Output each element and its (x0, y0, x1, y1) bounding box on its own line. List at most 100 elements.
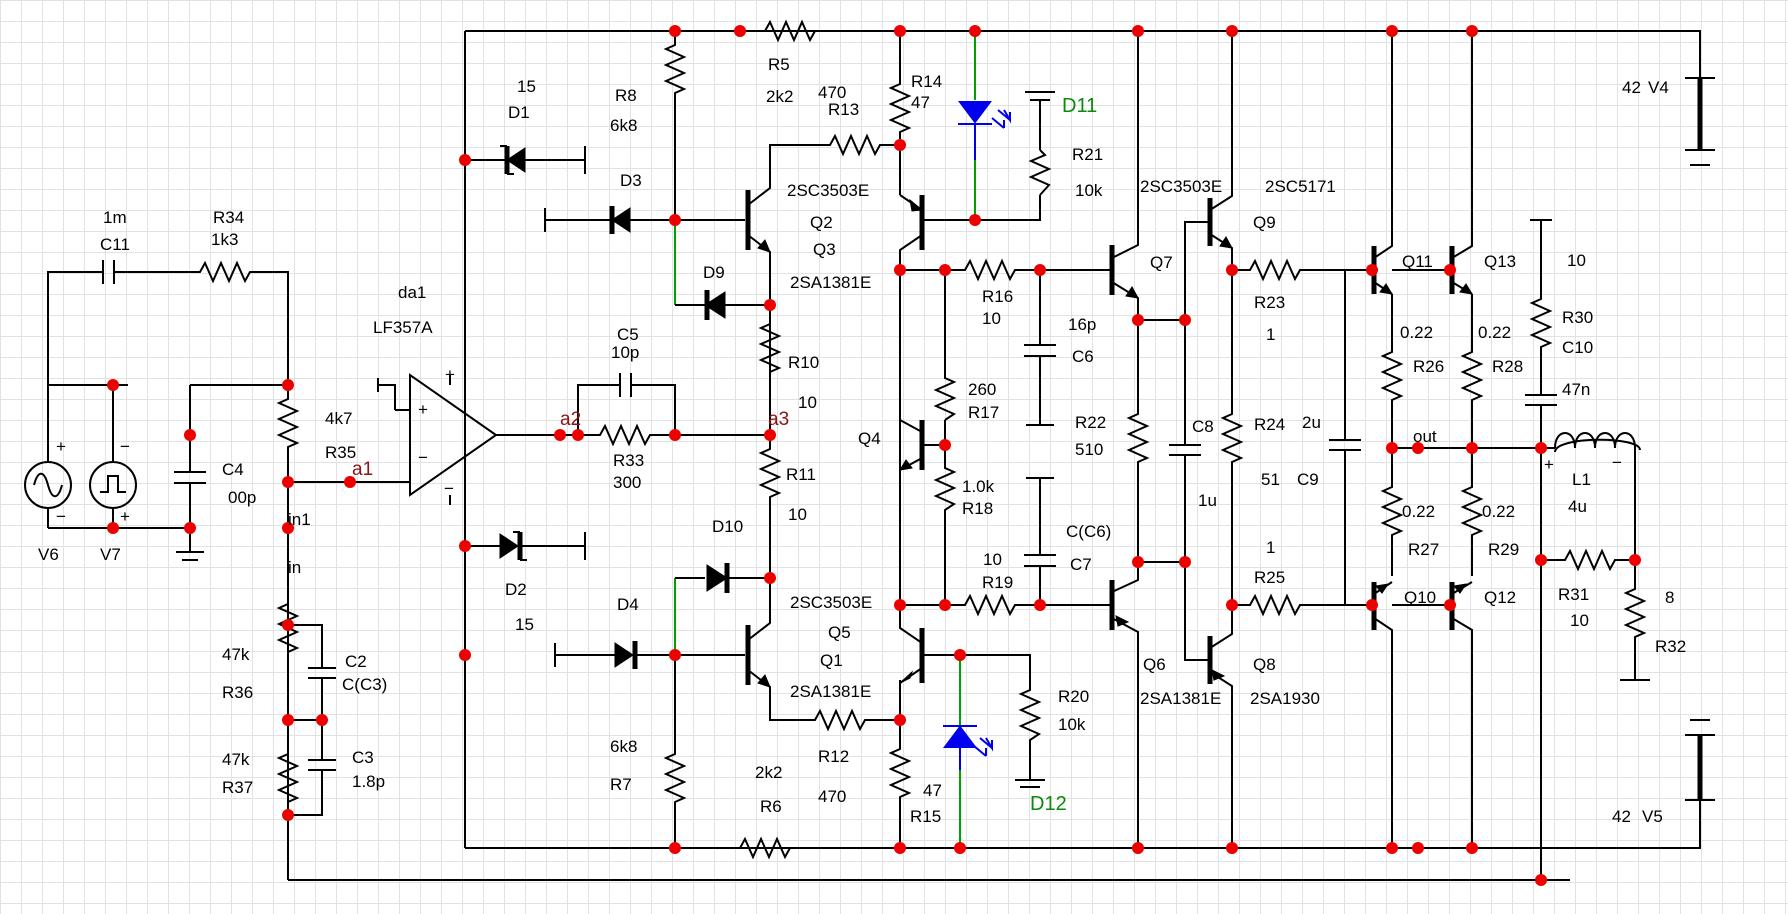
d9-ref: D9 (703, 263, 725, 282)
junction-dot[interactable] (894, 842, 906, 854)
transistor-q12-icon (1449, 581, 1473, 848)
junction-dot[interactable] (894, 714, 906, 726)
junction-dot[interactable] (1226, 25, 1238, 37)
r26-value: 0.22 (1400, 323, 1433, 342)
v7-plus: + (120, 507, 130, 526)
junction-dot[interactable] (1629, 554, 1641, 566)
junction-dot[interactable] (572, 429, 584, 441)
r22-value: 510 (1075, 440, 1103, 459)
junction-dot[interactable] (894, 25, 906, 37)
junction-dot[interactable] (184, 429, 196, 441)
junction-dot[interactable] (107, 522, 119, 534)
resistor-r25-icon (1232, 593, 1372, 617)
v6-plus: + (56, 437, 66, 456)
junction-dot[interactable] (734, 25, 746, 37)
junction-dot[interactable] (282, 809, 294, 821)
resistor-r27-icon (1382, 448, 1402, 576)
junction-dot[interactable] (1179, 314, 1191, 326)
junction-dot[interactable] (1444, 599, 1456, 611)
junction-dot[interactable] (669, 214, 681, 226)
junction-dot[interactable] (459, 649, 471, 661)
transistor-q1-icon (899, 610, 1031, 684)
junction-dot[interactable] (1132, 314, 1144, 326)
junction-dot[interactable] (1226, 264, 1238, 276)
q2-ref: Q2 (810, 213, 833, 232)
junction-dot[interactable] (1132, 842, 1144, 854)
junction-dot[interactable] (282, 619, 294, 631)
junction-dot[interactable] (1132, 25, 1144, 37)
junction-dot[interactable] (1412, 442, 1424, 454)
junction-dot[interactable] (764, 429, 776, 441)
r26-ref: R26 (1413, 357, 1444, 376)
junction-dot[interactable] (1535, 874, 1547, 886)
junction-dot[interactable] (669, 649, 681, 661)
junction-dot[interactable] (282, 522, 294, 534)
r20-value: 10k (1058, 715, 1086, 734)
r10-ref: R10 (788, 353, 819, 372)
junction-dot[interactable] (1034, 264, 1046, 276)
junction-dot[interactable] (764, 299, 776, 311)
junction-dot[interactable] (669, 429, 681, 441)
junction-dot[interactable] (1466, 842, 1478, 854)
junction-dot[interactable] (1386, 842, 1398, 854)
junction-dot[interactable] (1412, 842, 1424, 854)
junction-dot[interactable] (894, 139, 906, 151)
junction-dot[interactable] (1179, 556, 1191, 568)
junction-dot[interactable] (669, 25, 681, 37)
junction-dot[interactable] (969, 25, 981, 37)
r12-ref: R12 (818, 747, 849, 766)
r8-value: 6k8 (610, 116, 637, 135)
a3-net-label: a3 (768, 409, 789, 430)
q6-part: 2SA1381E (1140, 689, 1221, 708)
junction-dot[interactable] (894, 599, 906, 611)
junction-dot[interactable] (1132, 556, 1144, 568)
junction-dot[interactable] (1444, 264, 1456, 276)
r17-ref: R17 (968, 403, 999, 422)
junction-dot[interactable] (669, 842, 681, 854)
r5-value: 2k2 (766, 87, 793, 106)
q3-ref: Q3 (813, 240, 836, 259)
junction-dot[interactable] (316, 714, 328, 726)
junction-dot[interactable] (1226, 599, 1238, 611)
q11-ref: Q11 (1402, 252, 1433, 271)
r10-value: 10 (798, 393, 817, 412)
q13-ref: Q13 (1484, 252, 1516, 271)
junction-dot[interactable] (282, 379, 294, 391)
junction-dot[interactable] (939, 439, 951, 451)
junction-dot[interactable] (1386, 25, 1398, 37)
junction-dot[interactable] (1366, 599, 1378, 611)
junction-dot[interactable] (1535, 442, 1547, 454)
q4-ref: Q4 (858, 429, 881, 448)
junction-dot[interactable] (459, 540, 471, 552)
q7-ref: Q7 (1150, 253, 1173, 272)
junction-dot[interactable] (1386, 442, 1398, 454)
junction-dot[interactable] (107, 379, 119, 391)
junction-dot[interactable] (1535, 554, 1547, 566)
c3-ref: C3 (352, 748, 374, 767)
junction-dot[interactable] (939, 599, 951, 611)
junction-dot[interactable] (954, 649, 966, 661)
junction-dot[interactable] (1366, 264, 1378, 276)
junction-dot[interactable] (954, 842, 966, 854)
labels: 15 D1 D3 D9 R8 6k8 R5 2k2 470 R13 R14 47… (38, 55, 1686, 826)
junction-dot[interactable] (1466, 25, 1478, 37)
junction-dot[interactable] (1226, 842, 1238, 854)
resistor-r21-icon (1025, 91, 1055, 196)
junction-dot[interactable] (764, 572, 776, 584)
junction-dot[interactable] (1034, 599, 1046, 611)
opamp-da1-icon (377, 373, 560, 505)
junction-dot[interactable] (282, 476, 294, 488)
r30-value: 10 (1567, 251, 1586, 270)
junction-dot[interactable] (939, 264, 951, 276)
junction-dot[interactable] (894, 264, 906, 276)
q5-part: 2SC3503E (790, 593, 872, 612)
junction-dot[interactable] (1466, 442, 1478, 454)
resistor-r12-icon (800, 708, 900, 732)
junction-dot[interactable] (459, 154, 471, 166)
junction-dot[interactable] (344, 476, 356, 488)
junction-dot[interactable] (554, 429, 566, 441)
junction-dot[interactable] (969, 214, 981, 226)
junction-dot[interactable] (282, 714, 294, 726)
junction-dot[interactable] (184, 522, 196, 534)
